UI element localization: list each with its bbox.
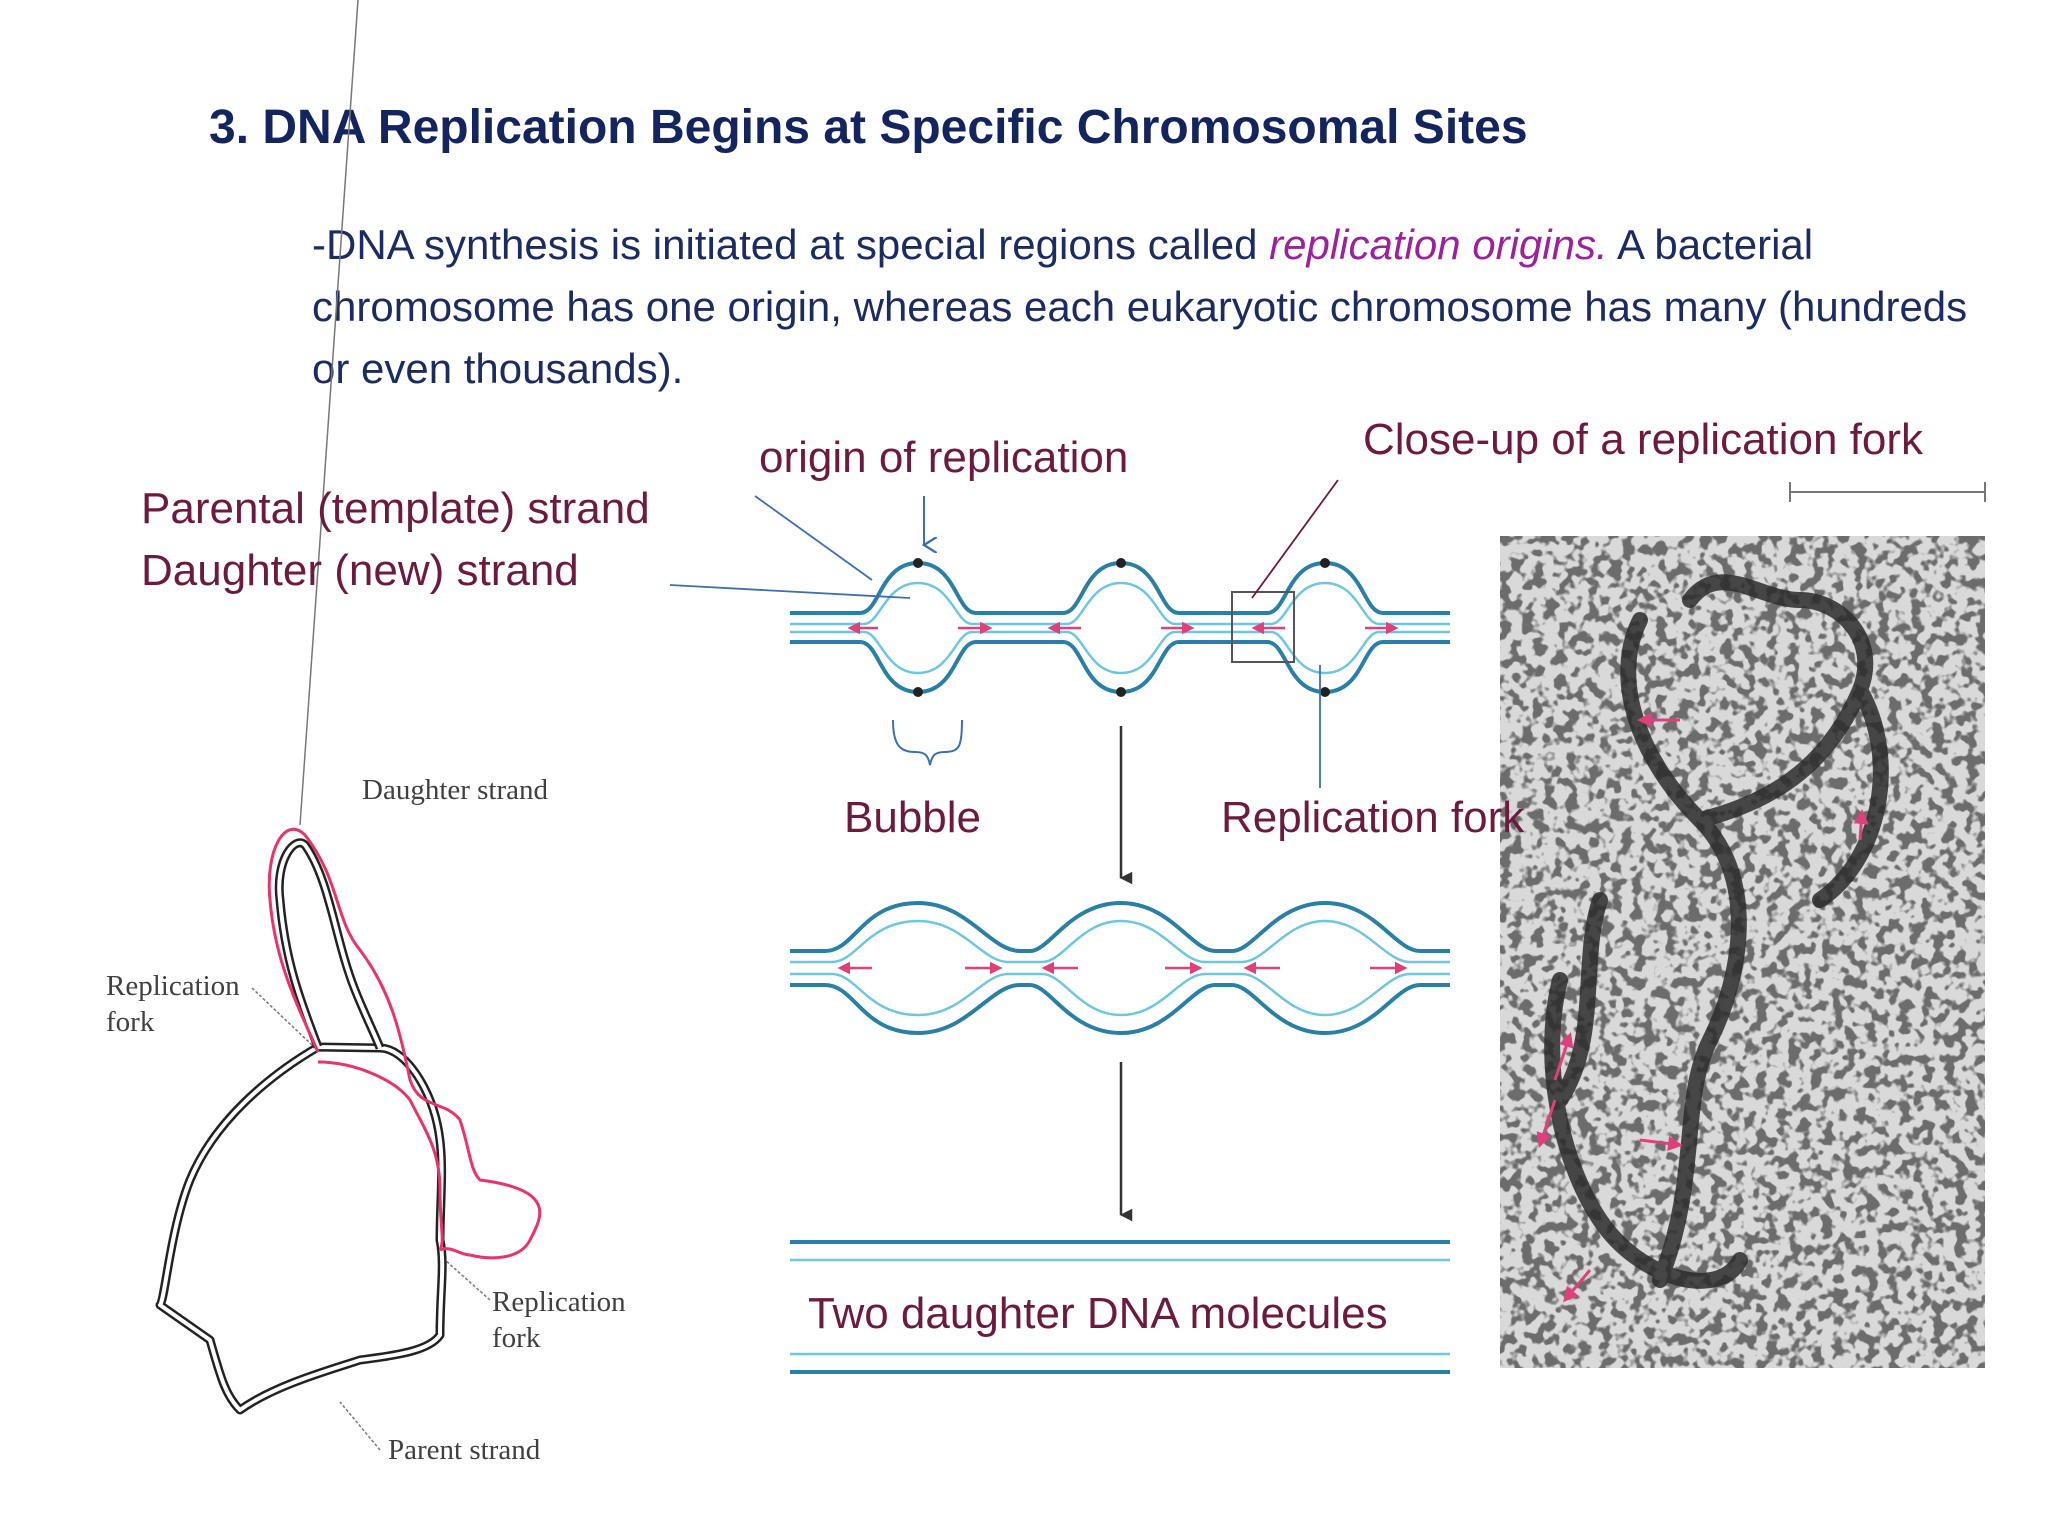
sketch-label-fork-top-line2: fork: [106, 1006, 155, 1038]
parental-strand-top: [790, 560, 1450, 615]
scale-bar: [1789, 482, 1986, 502]
origin-dot: [913, 558, 923, 568]
daughter-strand-bottom: [790, 630, 1450, 675]
slide-title: 3. DNA Replication Begins at Specific Ch…: [209, 101, 1528, 154]
origin-dot: [1320, 687, 1330, 697]
label-two-daughter-molecules: Two daughter DNA molecules: [808, 1289, 1388, 1338]
slide-paragraph: -DNA synthesis is initiated at special r…: [312, 214, 2012, 400]
daughter-leader: [669, 584, 911, 599]
sketch-label-fork-top-line1: Replication: [106, 970, 240, 1002]
parental-leader: [754, 495, 873, 581]
daughter-molecules: [790, 1240, 1450, 1374]
sketch-label-parent-strand: Parent strand: [388, 1434, 541, 1466]
daughter-strand-path: [267, 827, 542, 1260]
origin-dot: [1320, 558, 1330, 568]
electron-micrograph: [1500, 536, 1985, 1368]
label-closeup-fork: Close-up of a replication fork: [1363, 415, 1924, 464]
label-daughter-strand: Daughter (new) strand: [141, 546, 579, 595]
daughter-strand-bottom: [790, 972, 1450, 1017]
closeup-box: [1231, 591, 1295, 663]
sketch-label-fork-bottom: Replication fork: [492, 1284, 626, 1356]
highlight-replication-origins: replication origins.: [1269, 221, 1608, 268]
origin-dot: [913, 687, 923, 697]
parental-strand-top: [790, 900, 1450, 953]
bubble-schematic-middle: [790, 900, 1450, 1036]
label-parental-strand: Parental (template) strand: [141, 484, 650, 533]
parental-strand-bottom: [790, 640, 1450, 695]
sketch-label-daughter-strand: Daughter strand: [362, 774, 549, 806]
bubble-brace: [892, 719, 963, 766]
label-origin-of-replication: origin of replication: [759, 433, 1129, 482]
micrograph-sketch: [155, 0, 542, 1451]
label-bubble: Bubble: [844, 793, 982, 842]
label-replication-fork: Replication fork: [1221, 793, 1525, 842]
sketch-label-fork-bottom-line2: fork: [492, 1322, 541, 1354]
parental-strand-bottom: [790, 983, 1450, 1036]
daughter-strand-top: [790, 581, 1450, 626]
daughter-strand-top: [790, 919, 1450, 964]
paragraph-text-1: -DNA synthesis is initiated at special r…: [312, 221, 1270, 268]
paragraph-text-2: A bacterial chromosome has one origin, w…: [312, 221, 1968, 392]
origin-dot: [1116, 687, 1126, 697]
sketch-label-fork-top: Replication fork: [106, 968, 240, 1040]
origin-dot: [1116, 558, 1126, 568]
closeup-leader: [1251, 479, 1339, 599]
bubble-schematic-top: [790, 558, 1450, 697]
sketch-label-fork-bottom-line1: Replication: [492, 1286, 626, 1318]
